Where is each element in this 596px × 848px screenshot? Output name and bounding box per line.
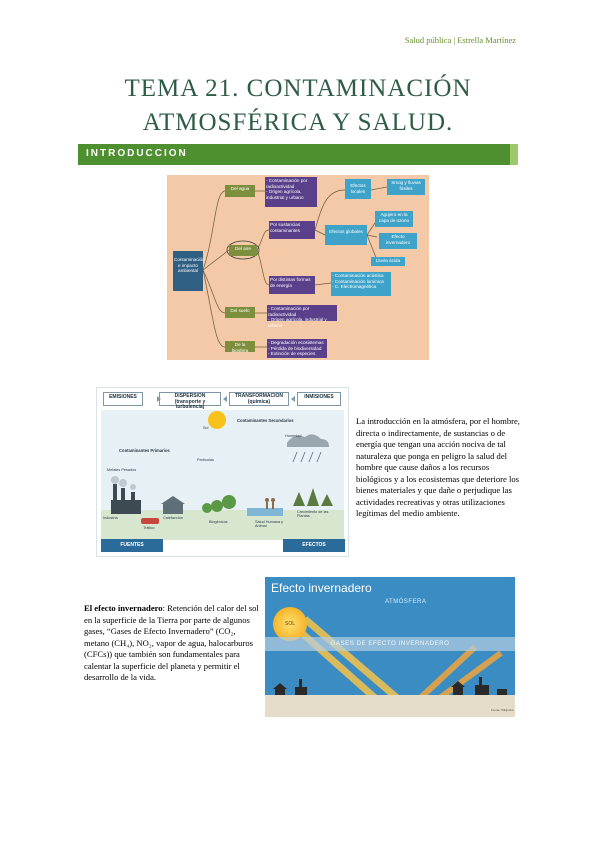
footer-efectos: EFECTOS <box>283 539 345 552</box>
mindmap-biosfera-detail: - Degradación ecosistemas - Pérdida de b… <box>267 339 327 358</box>
mindmap-ozono: Agujero en la capa de ozono <box>375 211 413 227</box>
mindmap-center: Contaminación e impacto ambiental <box>173 251 205 291</box>
footer-fuentes: FUENTES <box>101 539 163 552</box>
greenhouse-term: El efecto invernadero <box>84 603 163 613</box>
stage-inmisiones: INMISIONES <box>297 392 341 406</box>
mindmap-smog: Smog y lluvias fósiles <box>387 179 425 195</box>
label-calefaccion: Calefacción <box>163 516 183 520</box>
mindmap-globales: Efectos globales <box>325 225 367 245</box>
section-accent <box>510 144 518 165</box>
title-line-1: TEMA 21. CONTAMINACIÓN <box>124 75 472 102</box>
mindmap-sustancias: Por sustancias contaminantes <box>269 221 315 239</box>
mindmap-connectors <box>202 186 388 348</box>
page-title: TEMA 21. CONTAMINACIÓN ATMOSFÉRICA Y SAL… <box>0 72 596 140</box>
mindmap-locales: Efectos locales <box>345 179 371 199</box>
label-primarios: Contaminantes Primarios <box>119 448 170 453</box>
cloud-icon <box>287 434 329 447</box>
mindmap-agua: Del agua <box>225 185 255 197</box>
mindmap-invernadero: Efecto invernadero <box>379 233 417 249</box>
sun-icon <box>208 411 226 429</box>
mindmap-formas: Por distintas formas de energía <box>269 276 315 294</box>
greenhouse-title: Efecto invernadero <box>271 581 372 595</box>
houses-icon <box>161 496 185 514</box>
trees-icon <box>202 495 236 513</box>
label-biogenicos: Biogénicos <box>209 520 228 524</box>
greenhouse-credit: Fuente: Wikipedia <box>491 708 514 712</box>
mindmap-suelo: Del suelo <box>225 307 255 318</box>
mindmap-agua-detail: - Contaminación por radioactividad - Ori… <box>265 177 317 207</box>
title-line-2: ATMOSFÉRICA Y SALUD. <box>142 109 454 136</box>
label-salud: Salud Humana y Animal <box>255 520 284 528</box>
diagram-ground <box>101 510 344 540</box>
label-particulas: Partículas <box>197 458 214 462</box>
running-head: Salud pública | Estrella Martínez <box>404 35 516 45</box>
mindmap-energia-detail: - Contaminación acústica - Contaminación… <box>331 272 391 296</box>
pollution-process-figure: EMISIONES DISPERSION (transporte y turbu… <box>96 387 349 557</box>
label-metales: Metales Pesados <box>107 468 137 472</box>
car-icon <box>141 518 159 524</box>
intro-definition: La introducción en la atmósfera, por el … <box>356 416 520 518</box>
greenhouse-gases-band: GASES DE EFECTO INVERNADERO <box>265 637 515 651</box>
stage-dispersion: DISPERSION (transporte y turbulencia) <box>159 392 221 410</box>
greenhouse-atmosfera: ATMÓSFERA <box>385 599 427 605</box>
process-artwork <box>111 396 333 524</box>
mindmap-figure: Contaminación e impacto ambiental Del ag… <box>167 175 429 360</box>
factory-icon <box>111 484 141 514</box>
sun-icon: SOL <box>273 607 307 641</box>
city-silhouette <box>273 677 507 697</box>
lake-icon <box>247 508 283 516</box>
greenhouse-definition: El efecto invernadero: Retención del cal… <box>84 603 262 684</box>
section-heading: INTRODUCCION <box>78 144 518 165</box>
greenhouse-text: : Retención del calor del sol en la supe… <box>84 603 259 682</box>
mindmap-lluvia: Lluvia ácida <box>371 257 405 266</box>
mindmap-biosfera: De la biosfera <box>225 341 255 353</box>
label-humedad: Humedad <box>285 434 302 438</box>
label-trafico: Tráfico <box>143 526 155 530</box>
stage-emisiones: EMISIONES <box>103 392 143 406</box>
mindmap-suelo-detail: - Contaminación por radioactividad - Ori… <box>267 305 337 328</box>
greenhouse-ground <box>265 695 515 717</box>
greenhouse-figure: Efecto invernadero ATMÓSFERA SOL GASES D… <box>265 577 515 717</box>
label-crecimiento: Crecimiento de las Plantas <box>297 510 329 518</box>
label-industria: Industria <box>103 516 118 520</box>
stage-transformacion: TRANSFORMACION (química) <box>229 392 289 406</box>
section-label: INTRODUCCION <box>86 148 188 159</box>
mindmap-aire: Del aire <box>229 245 257 256</box>
label-secundarios: Contaminantes Secundarios <box>237 418 294 423</box>
label-sol: Sol <box>203 426 209 430</box>
